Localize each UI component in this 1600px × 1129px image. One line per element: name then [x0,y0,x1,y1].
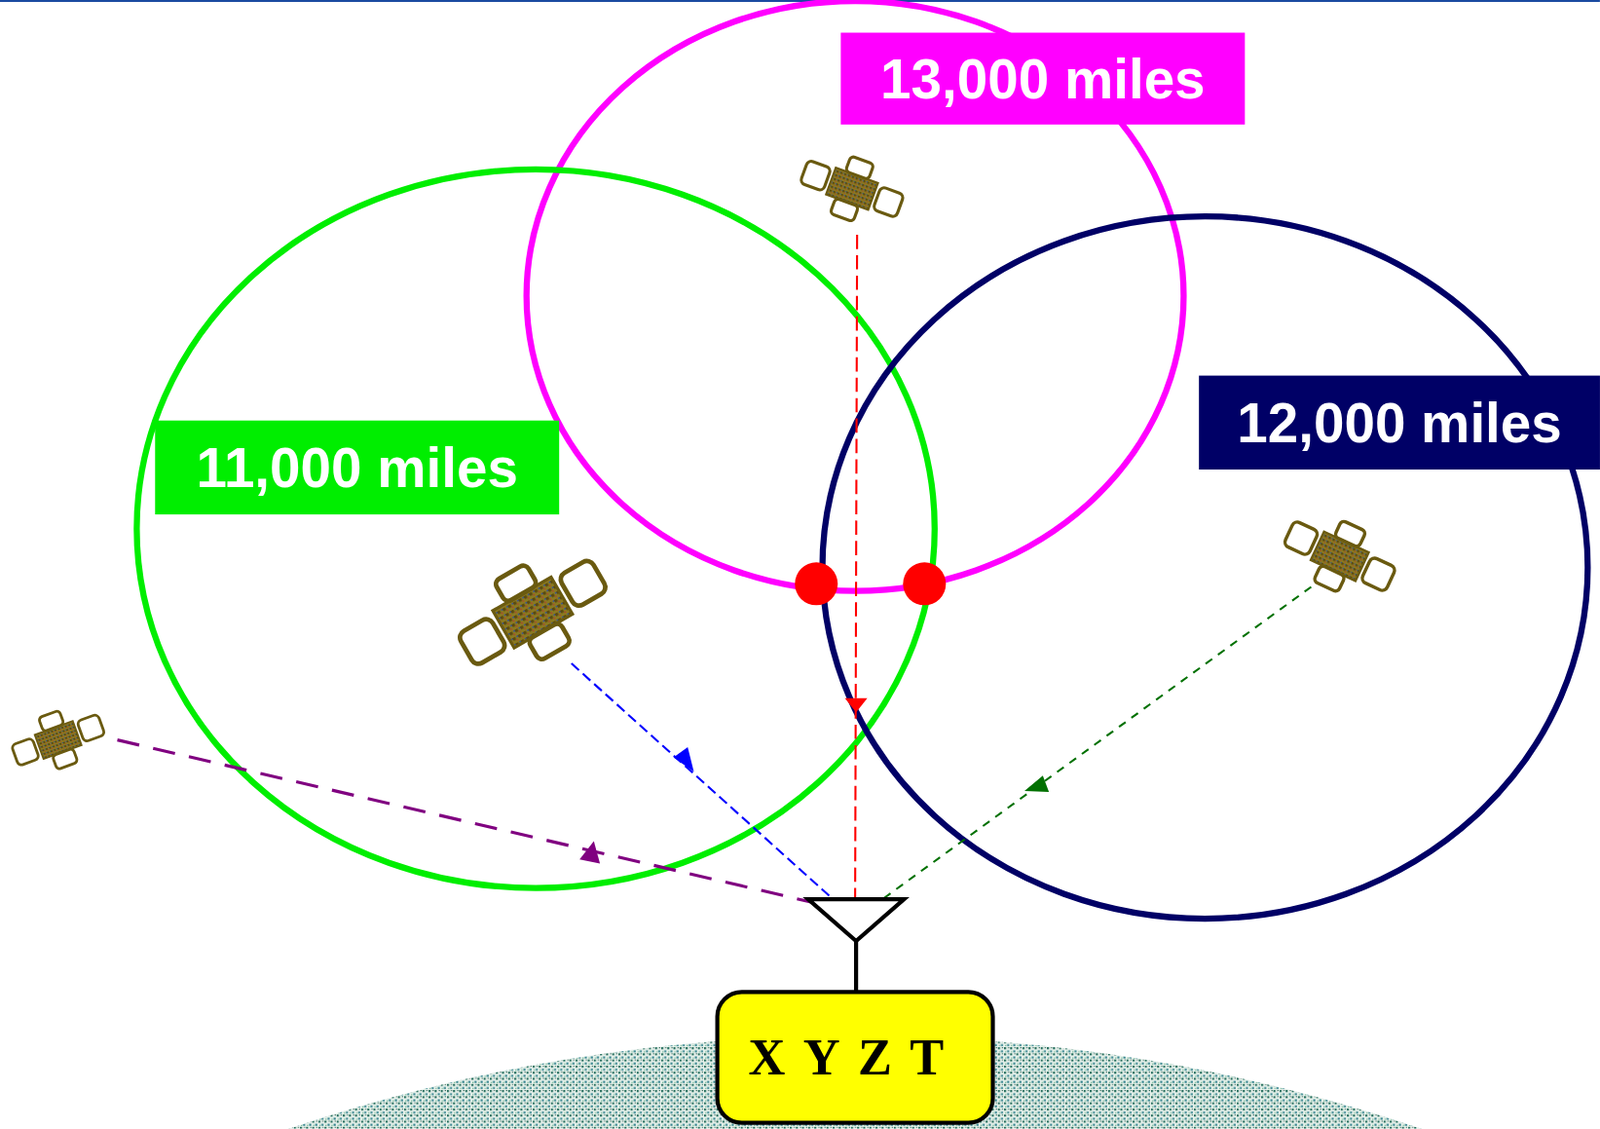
range-circle [136,169,934,889]
label-text: 13,000 miles [880,46,1205,111]
receiver-box: XYZT [715,989,996,1124]
label-text: 12,000 miles [1236,390,1562,454]
top-rule [0,0,1600,2]
label-text: XYZT [748,1027,963,1087]
signal-arrow [673,746,695,772]
signal-line [571,663,840,904]
signal-line [875,586,1311,904]
signal-arrow [845,698,868,713]
position-dot [902,561,946,605]
antenna-mast [854,940,858,992]
range-circle [822,216,1589,919]
label-text: 11,000 miles [196,435,519,499]
distance-label: 11,000 miles [154,420,559,515]
signal-arrow [579,840,600,863]
position-dot [794,561,838,605]
signal-line [855,234,857,919]
signal-arrow [1024,775,1049,792]
distance-label: 13,000 miles [840,33,1245,125]
antenna [808,898,904,941]
distance-label: 12,000 miles [1198,375,1600,470]
signal-line [116,740,817,904]
